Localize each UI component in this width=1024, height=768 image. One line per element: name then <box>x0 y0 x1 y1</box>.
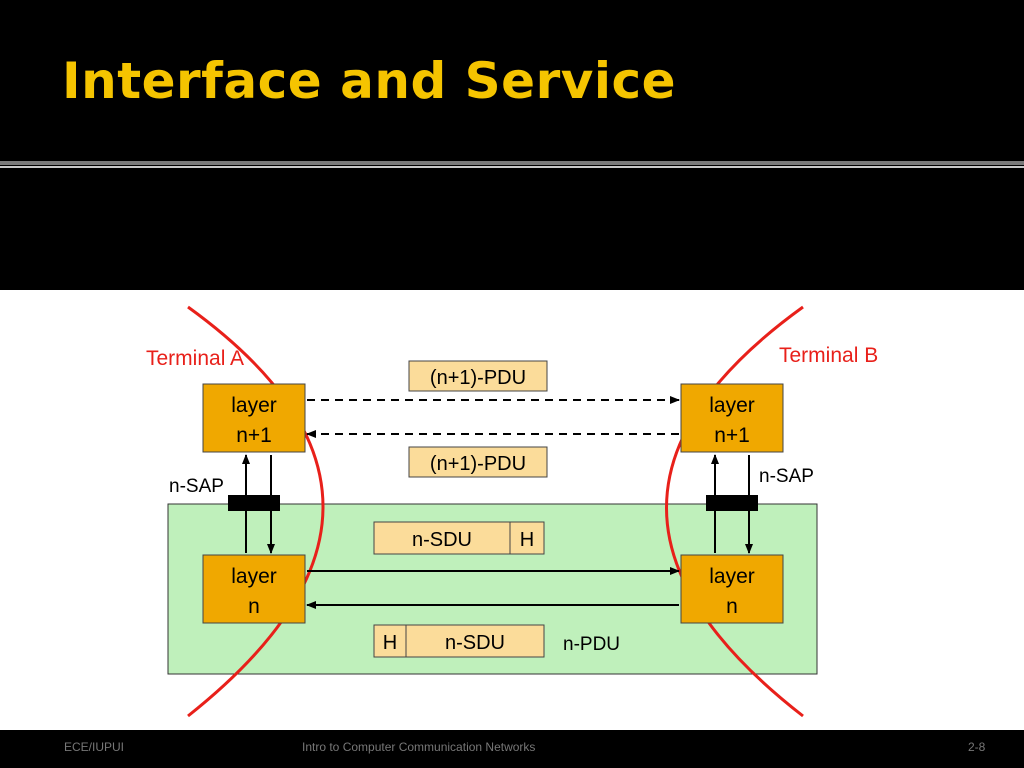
header-top-label: H <box>520 529 534 551</box>
title-divider-light <box>0 166 1024 168</box>
sdu-top-box <box>373 521 511 555</box>
layer-n1-box-a <box>202 383 306 453</box>
terminal-a-arc <box>187 305 325 718</box>
pdu-bottom-box <box>408 446 548 478</box>
header-top-box <box>509 521 545 555</box>
header-bottom-label: H <box>383 632 397 654</box>
layer-n1-a-line2: n+1 <box>236 424 272 447</box>
layer-n-box-a <box>202 554 306 624</box>
sdu-bottom-label: n-SDU <box>445 632 505 654</box>
bullet-marker <box>92 195 100 203</box>
slide-title: Interface and Service <box>62 52 677 110</box>
bullet-text-part: +1 uses the services provided by layer <box>242 221 660 245</box>
bullet-text-italic: n <box>659 221 673 245</box>
layer-n-b-line2: n <box>726 595 738 618</box>
bullet-text-part: through layer <box>672 221 829 245</box>
footer-left: ECE/IUPUI <box>64 740 125 754</box>
bullet-text-italic: n <box>828 221 842 245</box>
bullet-text-italic: n <box>229 221 243 245</box>
sap-a-bar <box>228 495 280 511</box>
terminal-b-label: Terminal B <box>779 344 878 367</box>
layer-n1-box-b <box>680 383 784 453</box>
bullet-marker <box>92 229 100 237</box>
sap-b-bar <box>706 495 758 511</box>
pdu-bottom-label: (n+1)-PDU <box>430 453 526 475</box>
pdu-top-box <box>408 360 548 392</box>
sap-a-label: n-SAP <box>169 476 224 497</box>
layer-n1-b-line2: n+1 <box>714 424 750 447</box>
pdu-top-label: (n+1)-PDU <box>430 367 526 389</box>
bullet-list: Communication between two peer processes… <box>90 182 990 284</box>
diagram-canvas <box>0 290 1024 730</box>
service-area <box>167 503 818 675</box>
footer-center: Intro to Computer Communication Networks <box>302 740 536 754</box>
header-bottom-box <box>373 624 407 658</box>
title-bar: Interface and Service <box>0 0 1024 160</box>
bullet-text: Communication between two peer processes… <box>124 187 755 211</box>
terminal-a-label: Terminal A <box>146 347 244 370</box>
bullet-item: The layer n+1 uses the services provided… <box>90 216 990 284</box>
sdu-top-label: n-SDU <box>412 529 472 551</box>
layer-n-box-b <box>680 554 784 624</box>
sap-b-label: n-SAP <box>759 466 814 487</box>
bullet-item: Communication between two peer processes… <box>90 182 990 216</box>
layer-n1-a-line1: layer <box>231 394 277 417</box>
layer-n-a-line2: n <box>248 595 260 618</box>
footer-page-number: 2-8 <box>968 740 986 754</box>
terminal-b-arc <box>665 305 804 718</box>
n-pdu-label: n-PDU <box>563 634 620 655</box>
title-divider <box>0 161 1024 165</box>
bullet-text-part: The layer <box>124 221 230 245</box>
sdu-bottom-box <box>405 624 545 658</box>
layer-n1-b-line1: layer <box>709 394 755 417</box>
layer-n-a-line1: layer <box>231 565 277 588</box>
layer-n-b-line1: layer <box>709 565 755 588</box>
